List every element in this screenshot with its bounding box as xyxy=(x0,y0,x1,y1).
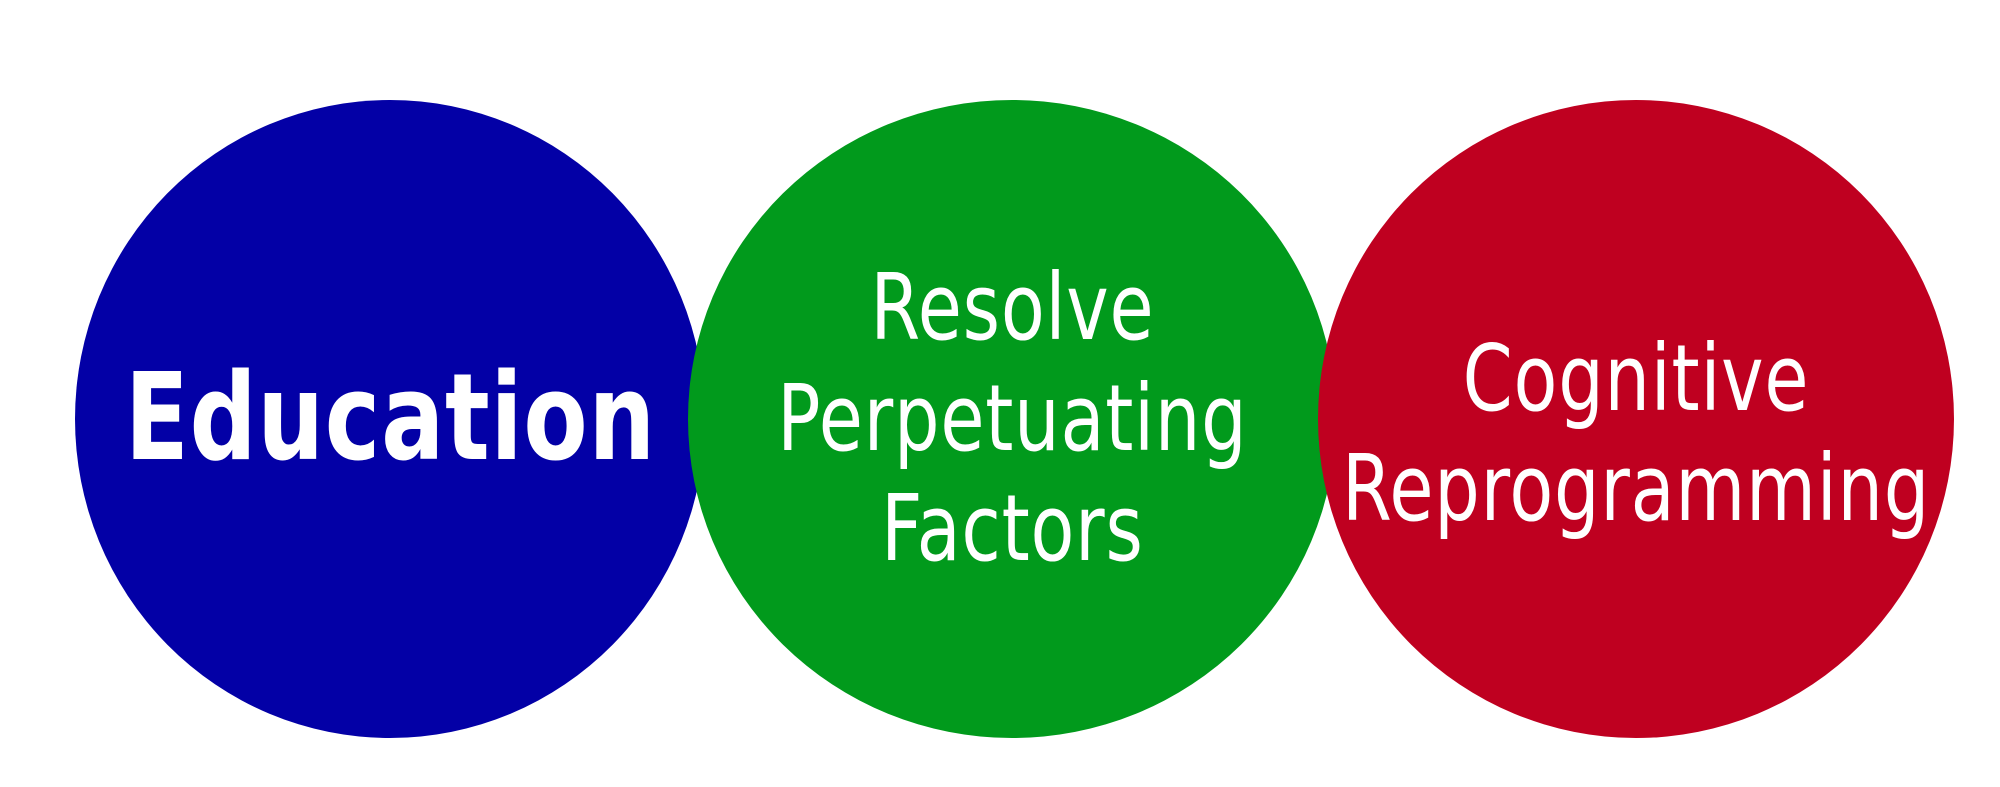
resolve-label-line-1: Resolve xyxy=(869,254,1155,362)
cognitive-reprogramming-circle: Cognitive Reprogramming xyxy=(1318,100,1954,738)
resolve-perpetuating-factors-circle: Resolve Perpetuating Factors xyxy=(688,100,1336,738)
cognitive-label-line-1: Cognitive xyxy=(1462,324,1810,432)
education-label: Education xyxy=(124,350,655,488)
resolve-label-line-2: Perpetuating xyxy=(776,364,1248,472)
education-label-line-1: Education xyxy=(124,349,656,488)
resolve-label-line-3: Factors xyxy=(880,475,1144,583)
education-circle: Education xyxy=(75,100,705,738)
cognitive-label-line-2: Reprogramming xyxy=(1341,435,1931,542)
cognitive-reprogramming-label: Cognitive Reprogramming xyxy=(1342,324,1930,545)
resolve-perpetuating-factors-label: Resolve Perpetuating Factors xyxy=(777,253,1247,584)
